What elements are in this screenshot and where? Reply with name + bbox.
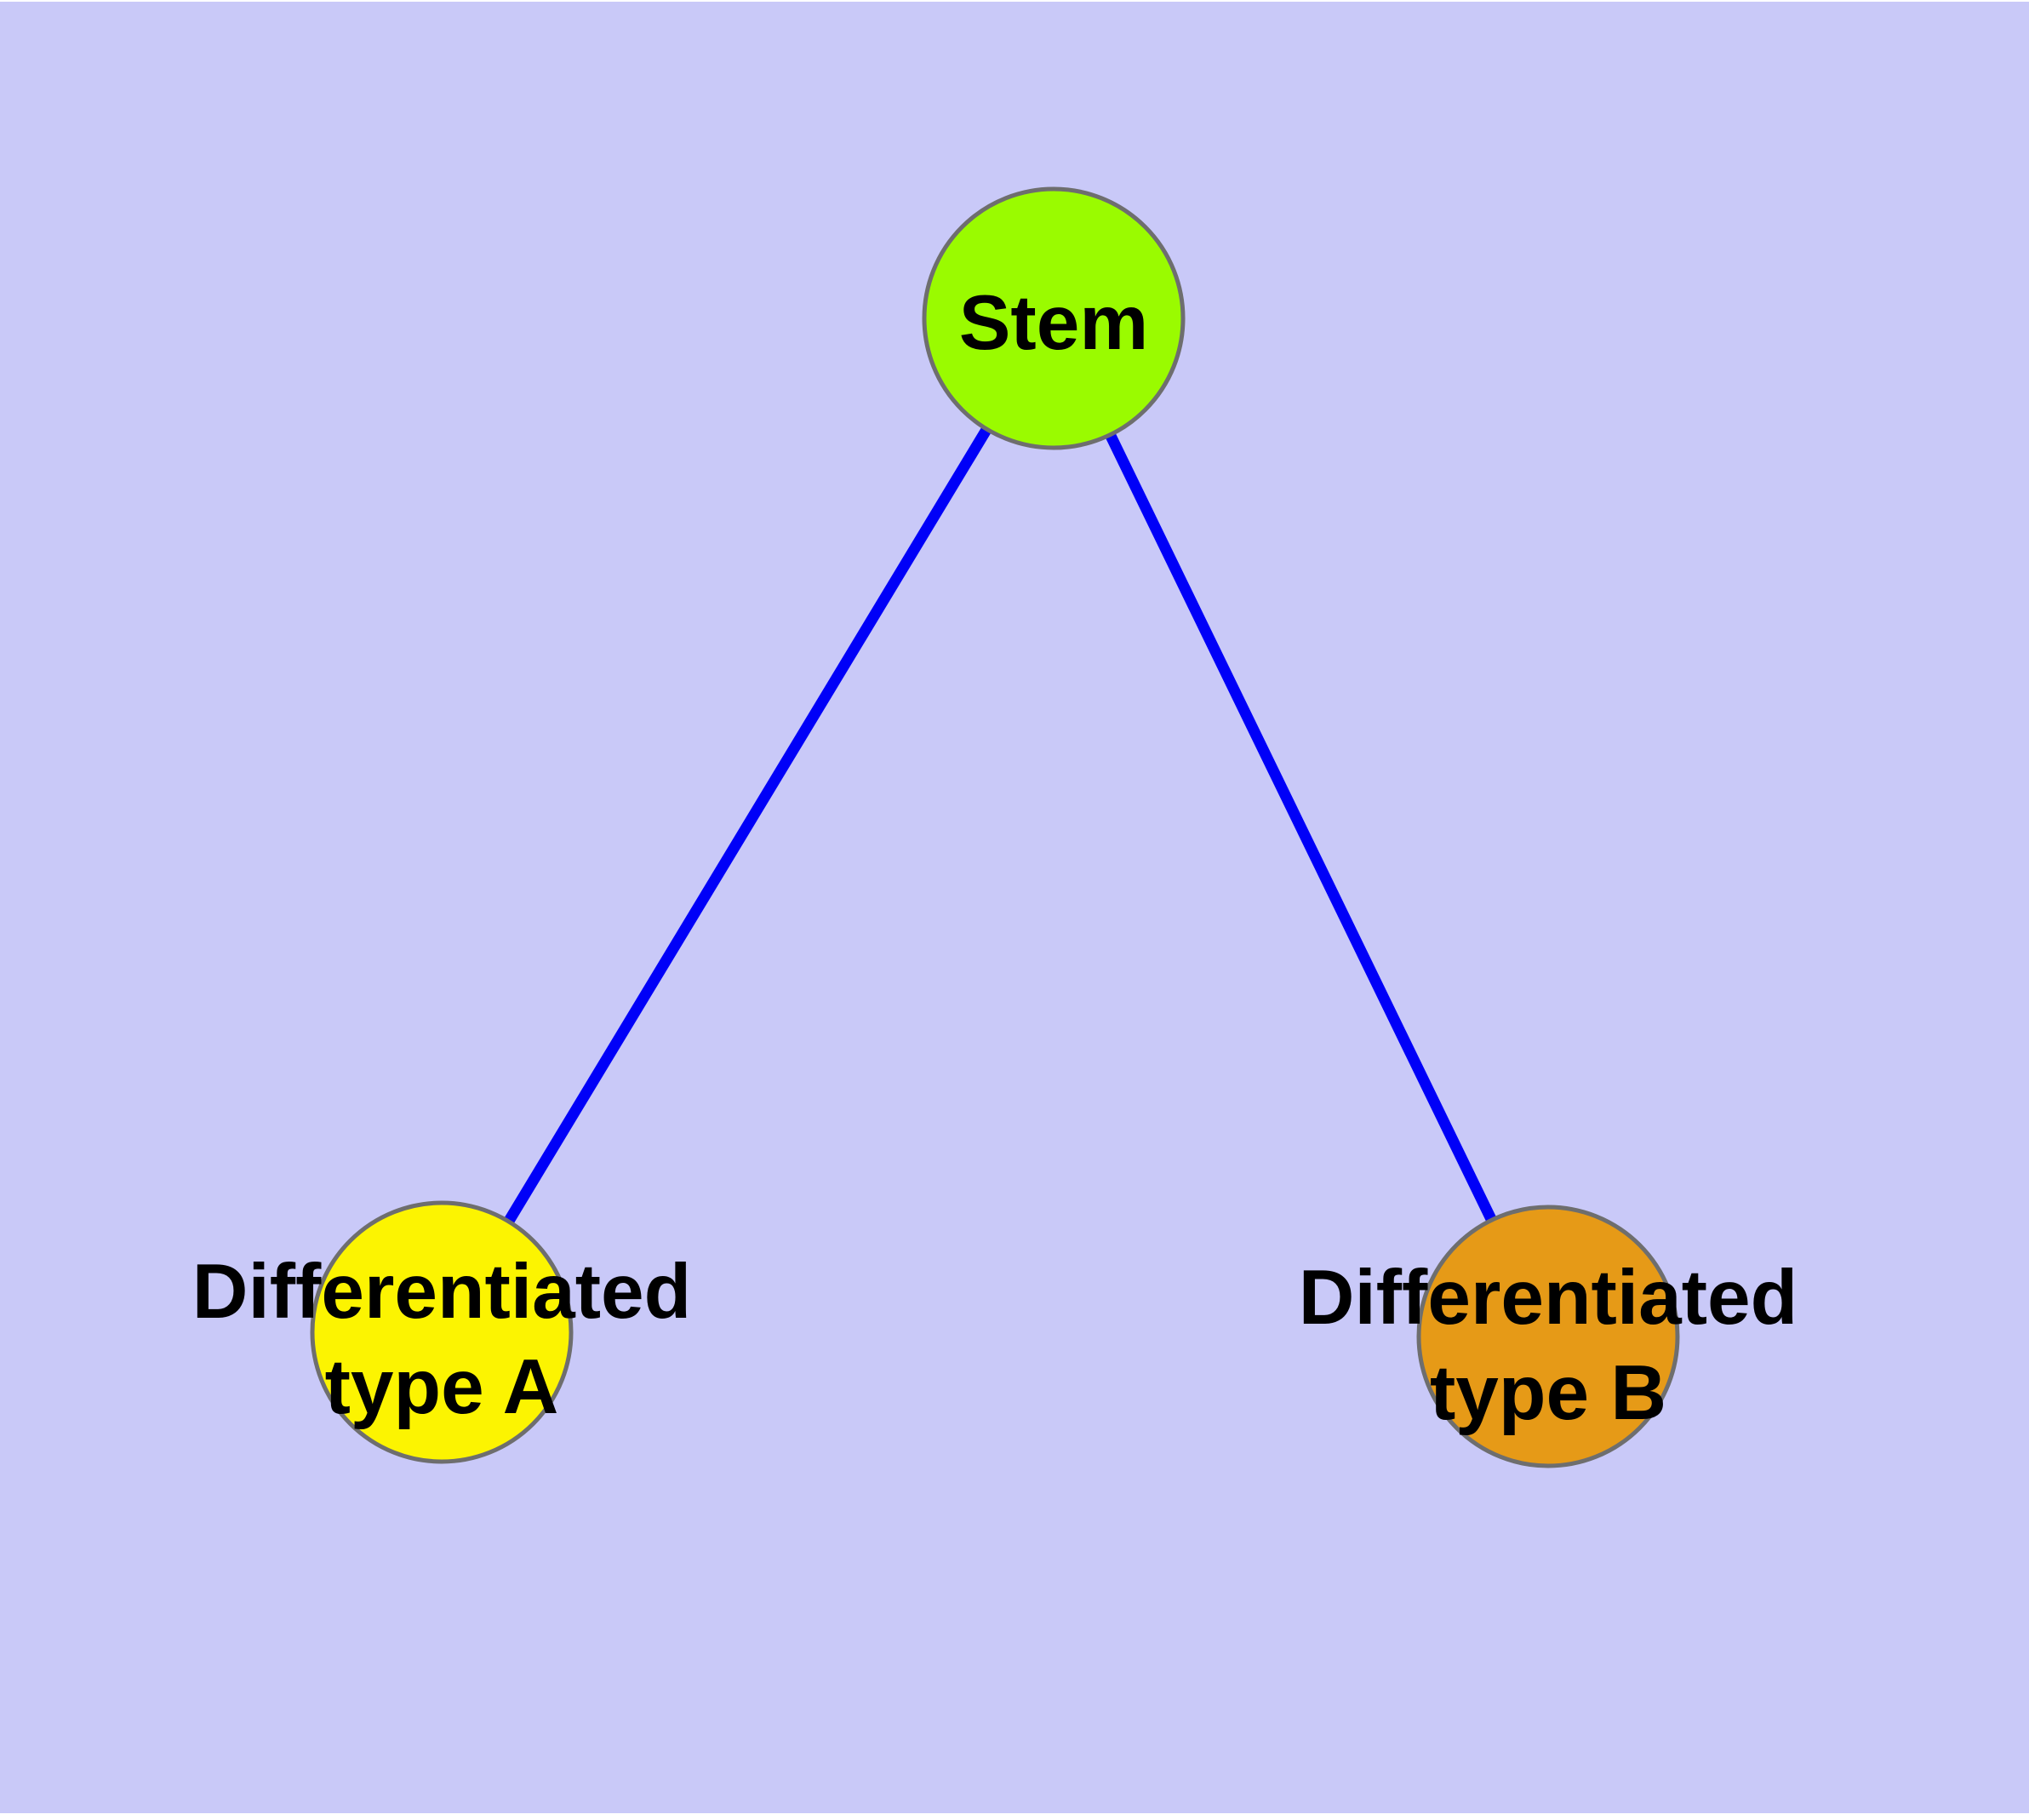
edge-group <box>437 315 1553 1339</box>
node-type-b-label-line2: type B <box>1430 1350 1666 1436</box>
node-group <box>310 186 1680 1468</box>
edge-stem-to-type-b <box>1049 316 1553 1339</box>
node-type-b-label-line1: Differentiated <box>1299 1255 1798 1341</box>
node-stem <box>922 186 1186 450</box>
node-differentiated-type-b <box>1416 1205 1680 1468</box>
node-differentiated-type-a <box>310 1200 574 1464</box>
node-stem-label: Stem <box>959 280 1149 366</box>
node-type-a-label-line2: type A <box>325 1344 559 1430</box>
label-group: Stem Differentiated type A Differentiate… <box>192 280 1798 1436</box>
node-type-a-label-line1: Differentiated <box>192 1249 692 1335</box>
edge-stem-to-type-a <box>437 315 1059 1336</box>
